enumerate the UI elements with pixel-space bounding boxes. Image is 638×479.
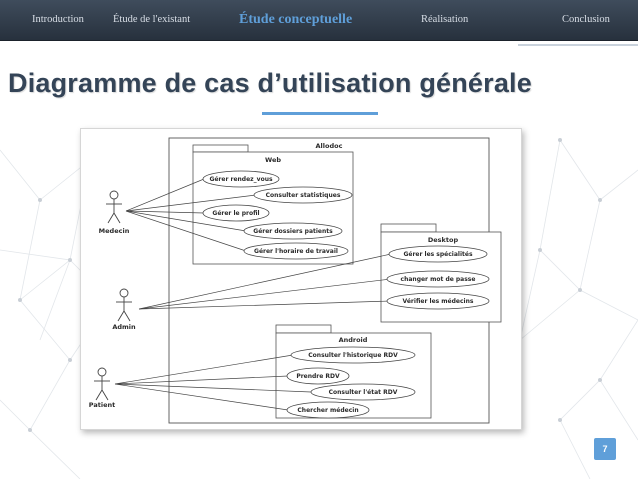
use-case-verifier-medecins bbox=[386, 292, 490, 310]
use-case-consulter-historique-rdv bbox=[290, 346, 416, 364]
use-case-gerer-dossiers-patients bbox=[243, 222, 343, 240]
use-case-label: Gérer les spécialités bbox=[403, 251, 473, 258]
use-case-consulter-etat-rdv bbox=[310, 383, 416, 401]
top-navigation-bar: Introduction Étude de l'existant Étude c… bbox=[0, 0, 638, 46]
package-desktop-label: Desktop bbox=[428, 236, 459, 244]
use-case-label: Prendre RDV bbox=[296, 373, 340, 380]
use-case-label: Gérer dossiers patients bbox=[253, 228, 333, 235]
actor-medecin-label: Medecin bbox=[99, 227, 130, 235]
use-case-label: Consulter l'état RDV bbox=[329, 389, 398, 396]
use-case-label: changer mot de passe bbox=[401, 276, 476, 283]
use-case-label: Gérer le profil bbox=[212, 210, 259, 217]
package-web-tab bbox=[192, 144, 249, 153]
system-label: Allodoc bbox=[316, 142, 343, 150]
actor-admin-label: Admin bbox=[112, 323, 136, 331]
use-case-gerer-profil bbox=[202, 204, 270, 222]
use-case-gerer-specialites bbox=[388, 245, 488, 263]
use-case-label: Gérer l'horaire de travail bbox=[254, 248, 338, 255]
use-case-gerer-rendez-vous bbox=[202, 170, 280, 188]
use-case-chercher-medecin bbox=[286, 401, 370, 419]
nav-item-etude-conceptuelle[interactable]: Étude conceptuelle bbox=[239, 12, 353, 27]
use-case-label: Consulter statistiques bbox=[266, 192, 341, 199]
package-android-tab bbox=[275, 324, 332, 334]
nav-item-etude-existant[interactable]: Étude de l'existant bbox=[113, 14, 191, 25]
use-case-gerer-horaire-travail bbox=[243, 242, 349, 260]
actor-patient-icon bbox=[94, 367, 110, 401]
nav-item-realisation[interactable]: Réalisation bbox=[421, 14, 469, 25]
use-case-prendre-rdv bbox=[286, 367, 350, 385]
nav-divider-line bbox=[518, 44, 638, 46]
title-underline bbox=[262, 112, 378, 115]
nav-item-introduction[interactable]: Introduction bbox=[32, 14, 84, 25]
package-android-label: Android bbox=[339, 336, 368, 344]
actor-admin-icon bbox=[116, 288, 132, 322]
nav-item-conclusion[interactable]: Conclusion bbox=[562, 14, 610, 25]
use-case-label: Chercher médecin bbox=[297, 407, 358, 414]
association-lines bbox=[114, 178, 392, 411]
package-web-label: Web bbox=[265, 156, 281, 164]
use-case-label: Vérifier les médecins bbox=[403, 298, 474, 305]
actor-patient-label: Patient bbox=[89, 401, 115, 409]
actor-medecin-icon bbox=[106, 190, 122, 224]
use-case-label: Consulter l'historique RDV bbox=[308, 352, 398, 359]
use-case-diagram-canvas: Allodoc Web Desktop Android bbox=[89, 137, 502, 424]
use-case-diagram: Allodoc Web Desktop Android bbox=[80, 128, 522, 430]
use-case-changer-mot-de-passe bbox=[386, 270, 490, 288]
slide-title: Diagramme de cas d’utilisation générale bbox=[8, 68, 532, 98]
package-desktop-tab bbox=[380, 223, 437, 233]
use-case-consulter-statistiques bbox=[253, 186, 353, 204]
page-number-badge: 7 bbox=[594, 438, 616, 460]
use-case-label: Gérer rendez_vous bbox=[209, 176, 273, 183]
